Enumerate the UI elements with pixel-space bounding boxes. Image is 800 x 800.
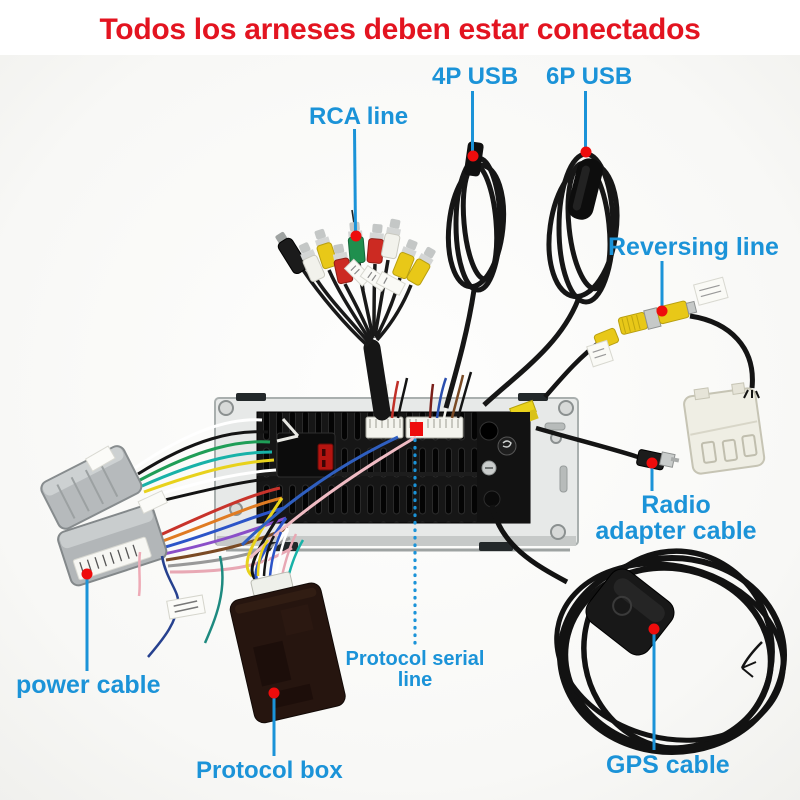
label-rca-line: RCA line (309, 103, 409, 130)
marker-usb4p (467, 150, 479, 162)
marker-reversing (656, 305, 668, 317)
annotations (81, 91, 668, 756)
rca-sheath (363, 339, 391, 421)
reversing-line (543, 276, 766, 475)
label-radio-adapter-line1: Radio (641, 491, 711, 519)
reversing-connector-white (683, 382, 766, 475)
rca-plug-yellow (314, 228, 338, 270)
rca-plug-yellow-3 (406, 246, 436, 286)
usb-6p-cable (482, 151, 620, 407)
marker-gps (648, 623, 660, 635)
label-protocol-serial-line1: Protocol serial (345, 648, 485, 670)
label-6p-usb: 6P USB (546, 63, 633, 90)
aux-jack-black (275, 231, 308, 275)
marker-protocol-serial (410, 422, 423, 436)
protocol-box (229, 529, 346, 724)
label-reversing-line: Reversing line (608, 233, 779, 261)
rca-plug-white (298, 242, 326, 282)
rear-panel (477, 412, 530, 523)
mount-tab (479, 542, 513, 551)
mount-tab (518, 393, 548, 401)
label-radio-adapter-line2: adapter cable (595, 517, 757, 546)
main-power-socket (276, 418, 336, 478)
label-power-cable: power cable (16, 671, 161, 699)
rca-plug-yellow-2 (392, 239, 418, 280)
leader-line-rca (353, 128, 357, 234)
zip-tie (276, 418, 300, 443)
label-4p-usb: 4P USB (432, 63, 519, 90)
marker-radio-adapter (646, 457, 658, 469)
rca-line-cluster (275, 209, 436, 421)
label-gps-cable: GPS cable (606, 751, 730, 779)
label-radio-adapter-cable: Radio adapter cable (595, 492, 757, 545)
label-protocol-serial-line: Protocol serial line (338, 649, 492, 691)
marker-protocol-box (268, 687, 280, 699)
head-unit (214, 371, 579, 552)
label-protocol-box: Protocol box (196, 757, 343, 784)
marker-power (81, 568, 93, 580)
cable-tags (343, 258, 406, 296)
power-cable-harness (40, 418, 293, 658)
mount-tab (236, 393, 266, 401)
wire-tag (166, 594, 206, 620)
antenna-jack (483, 490, 501, 508)
page-title: Todos los arneses deben estar conectados (99, 13, 701, 46)
marker-rca (350, 230, 362, 242)
label-protocol-serial-line2: line (397, 669, 433, 691)
marker-usb6p (580, 146, 592, 158)
rca-plug-white-2 (381, 218, 401, 260)
